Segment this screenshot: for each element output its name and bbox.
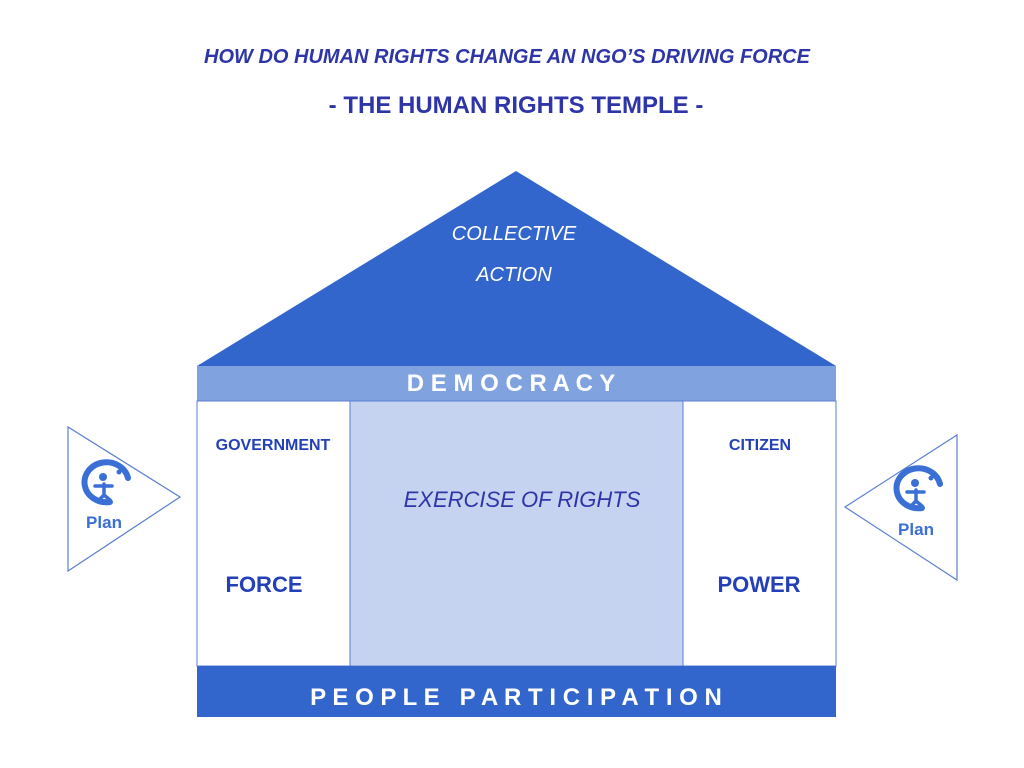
people-participation-base [197, 666, 836, 717]
right-pillar [682, 400, 837, 667]
left-plan-logo-text: Plan [86, 513, 122, 532]
roof-label-line2: ACTION [475, 264, 552, 286]
exercise-of-rights-label: EXERCISE OF RIGHTS [404, 487, 641, 512]
temple-roof [197, 171, 836, 366]
center-panel [349, 400, 684, 667]
citizen-label: CITIZEN [729, 437, 791, 454]
roof-label-line1: COLLECTIVE [452, 223, 577, 245]
slide-title: HOW DO HUMAN RIGHTS CHANGE AN NGO’S DRIV… [204, 46, 810, 68]
power-label: POWER [717, 572, 800, 597]
government-label: GOVERNMENT [216, 437, 331, 454]
right-plan-logo-icon: Plan [893, 465, 943, 539]
people-participation-label: P E O P L E P A R T I C I P A T I O N [310, 684, 722, 711]
left-pillar [196, 400, 351, 667]
left-plan-logo-icon: Plan [81, 459, 131, 532]
left-plan-triangle: Plan [67, 425, 182, 573]
right-plan-triangle: Plan [843, 433, 958, 582]
democracy-label: D E M O C R A C Y [407, 370, 615, 397]
force-label: FORCE [226, 572, 303, 597]
slide-subtitle: - THE HUMAN RIGHTS TEMPLE - [328, 92, 704, 119]
democracy-beam [197, 366, 836, 401]
right-plan-logo-text: Plan [898, 520, 934, 539]
